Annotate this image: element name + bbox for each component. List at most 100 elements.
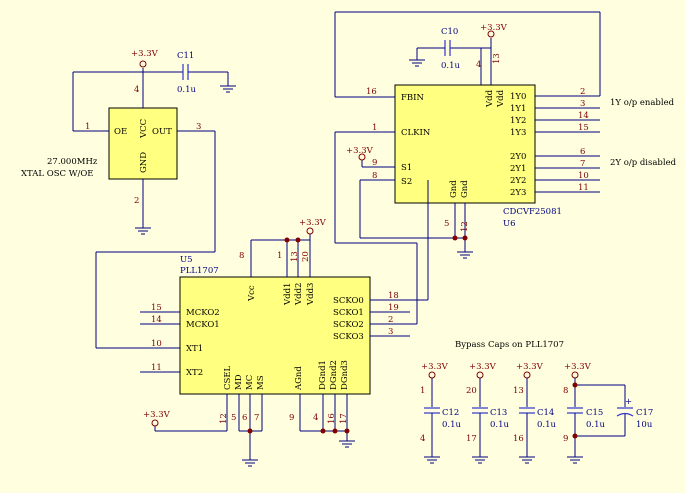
u5-right-pin-num-2: 2 <box>388 315 393 325</box>
c12-top-pin: 1 <box>420 386 425 396</box>
u5-top-pin-name-0: Vcc <box>247 285 257 302</box>
c15-ref: C15 <box>586 408 603 418</box>
u6-right-pin-name-6: 2Y2 <box>510 176 526 186</box>
power-label-c12: +3.3V <box>421 362 449 372</box>
bypass-title: Bypass Caps on PLL1707 <box>455 340 564 350</box>
power-label-c15: +3.3V <box>564 362 592 372</box>
u6-note-1y: 1Y o/p enabled <box>610 98 675 108</box>
c13-value: 0.1u <box>490 420 510 430</box>
u6-right-pin-name-5: 2Y1 <box>510 164 526 174</box>
u6-right-pin-num-2: 14 <box>578 111 589 121</box>
osc-desc-line1: 27.000MHz <box>47 157 98 167</box>
u5-body <box>179 276 371 395</box>
u6-left-pin-num-0: 16 <box>366 87 377 97</box>
c14-bottom-pin: 16 <box>513 434 524 444</box>
u6-bottom-pin-num-0: 5 <box>444 219 449 229</box>
c15-top-pin: 8 <box>563 386 568 396</box>
u5-top-pin-name-3: Vdd3 <box>306 283 316 306</box>
u5-bottom-pin-num-7: 17 <box>339 413 349 424</box>
u6-right-pin-name-1: 1Y1 <box>510 104 526 114</box>
u5-bottom-pin-name-4: AGnd <box>294 366 304 391</box>
u5-top-pin-num-1: 1 <box>277 251 282 261</box>
u5-top-pin-name-2: Vdd2 <box>294 283 304 306</box>
c17-value: 10u <box>636 420 653 430</box>
u6-top-pin-name-1: Vdd <box>496 89 506 108</box>
u5-bottom-pin-name-7: DGnd3 <box>340 360 350 390</box>
oscillator-block: OE OUT VCC GND +3.3V 4 1 C11 0.1u 2 <box>21 49 236 349</box>
osc-pin2-number: 2 <box>134 196 139 206</box>
u5-right-pin-num-0: 18 <box>388 291 399 301</box>
u5-right-pin-num-3: 3 <box>388 327 393 337</box>
osc-oe-label: OE <box>114 127 127 137</box>
u5-bottom-pin-num-5: 4 <box>313 413 318 423</box>
u5-left-pin-num-0: 15 <box>151 303 162 313</box>
u5-bottom-pin-name-6: DGnd2 <box>329 360 339 390</box>
u6-block: +3.3V C10 0.1u 4 13 Vdd Vdd FBIN CLKIN S… <box>334 11 677 325</box>
c12-value: 0.1u <box>442 420 462 430</box>
u5-left-pin-num-2: 10 <box>151 339 162 349</box>
u5-bottom-pin-num-2: 6 <box>242 413 247 423</box>
u6-left-pin-name-1: CLKIN <box>401 128 431 138</box>
u5-block: U5 PLL1707 +3.3V 8 1 1 3 20 Vcc Vdd1 Vdd2… <box>140 180 429 467</box>
u6-part: CDCVF25081 <box>503 207 562 217</box>
power-label-osc: +3.3V <box>131 49 159 59</box>
cap-c15-c17: +3.3V 8 9 C15 0.1u + C17 10u <box>563 362 653 464</box>
cap-c14: +3.3V 13 16 C14 0.1u <box>513 362 557 464</box>
u6-bottom-pin-name-1: Gnd <box>460 180 470 198</box>
u6-bottom-pin-name-0: Gnd <box>449 180 459 198</box>
u5-right-pin-name-0: SCKO0 <box>333 296 364 306</box>
u5-left-pin-num-3: 11 <box>151 363 162 373</box>
c13-top-pin: 20 <box>466 386 477 396</box>
u5-bottom-pin-name-3: MS <box>256 375 266 390</box>
u6-left-pin-name-0: FBIN <box>401 93 425 103</box>
c17-plus: + <box>625 397 632 407</box>
c12-ref: C12 <box>442 408 459 418</box>
u5-right-pin-name-2: SCKO2 <box>333 320 364 330</box>
u5-bottom-pin-name-2: MC <box>245 375 255 390</box>
osc-desc-line2: XTAL OSC W/OE <box>21 169 94 179</box>
u5-top-pin-num-0: 8 <box>239 251 244 261</box>
u6-top-pin-num-0: 4 <box>476 60 481 70</box>
c14-ref: C14 <box>537 408 554 418</box>
u5-bottom-pin-num-0: 12 <box>219 413 229 424</box>
c10-ref: C10 <box>441 27 458 37</box>
u5-top-pin-num-3: 20 <box>301 251 311 262</box>
u5-left-pin-name-0: MCKO2 <box>186 308 220 318</box>
power-label-u6: +3.3V <box>480 23 508 33</box>
u6-right-pin-name-3: 1Y3 <box>510 128 526 138</box>
u5-top-pin-name-1: Vdd1 <box>283 283 293 306</box>
u6-left-pin-num-3: 8 <box>372 171 377 181</box>
u6-right-pin-num-0: 2 <box>580 87 585 97</box>
osc-out-label: OUT <box>152 127 172 137</box>
c11-value: 0.1u <box>177 85 197 95</box>
u6-right-pin-num-7: 11 <box>578 183 589 193</box>
u6-right-pin-num-4: 6 <box>580 147 585 157</box>
power-label-c13: +3.3V <box>469 362 497 372</box>
u5-bottom-pin-num-3: 7 <box>254 413 259 423</box>
c13-ref: C13 <box>490 408 507 418</box>
u5-bottom-pin-name-1: MD <box>234 374 244 390</box>
bypass-caps-block: Bypass Caps on PLL1707 +3.3V 1 4 C12 0.1… <box>420 340 653 464</box>
osc-vcc-label: VCC <box>139 119 149 139</box>
u6-right-pin-name-4: 2Y0 <box>510 152 526 162</box>
u5-ref: U5 <box>180 255 193 265</box>
c14-top-pin: 13 <box>513 386 524 396</box>
u6-right-pin-num-6: 10 <box>578 171 589 181</box>
u5-bottom-pin-name-5: DGnd1 <box>318 360 328 390</box>
u6-right-pins: 1Y0 1Y1 1Y2 1Y3 2Y0 2Y1 2Y2 2Y3 2 3 14 1… <box>510 87 600 198</box>
u6-left-pin-name-3: S2 <box>401 177 412 187</box>
osc-pin3-number: 3 <box>196 122 201 132</box>
cap-c12: +3.3V 1 4 C12 0.1u <box>420 362 462 464</box>
u5-right-pin-num-1: 19 <box>388 303 399 313</box>
power-label-csel: +3.3V <box>143 410 171 420</box>
u5-bottom-pin-name-0: CSEL <box>223 365 233 390</box>
u6-left-pin-name-2: S1 <box>401 163 412 173</box>
power-port-s1 <box>358 153 366 161</box>
osc-pin1-number: 1 <box>85 122 90 132</box>
power-label-u5: +3.3V <box>299 218 327 228</box>
u5-part: PLL1707 <box>180 266 219 276</box>
u6-right-pin-num-3: 15 <box>578 123 589 133</box>
u6-right-pin-name-0: 1Y0 <box>510 92 526 102</box>
c14-value: 0.1u <box>537 420 557 430</box>
